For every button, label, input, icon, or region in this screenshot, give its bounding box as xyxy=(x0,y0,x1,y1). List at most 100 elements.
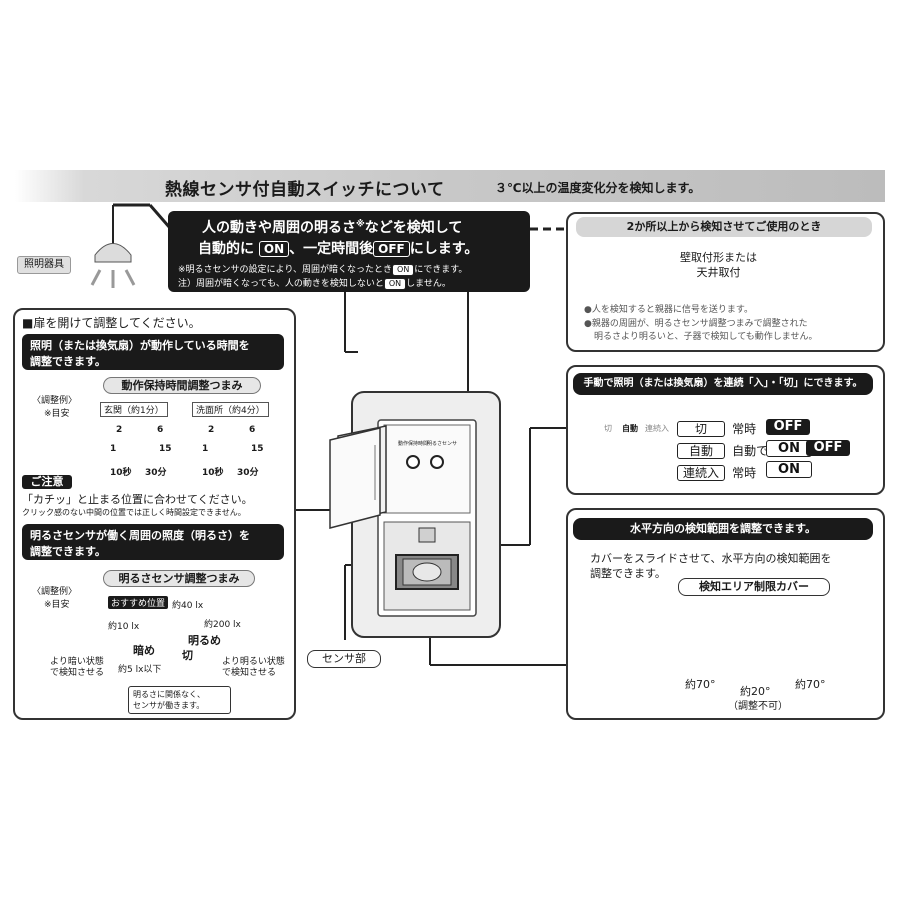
entrance-label: 玄関（約1分） xyxy=(100,402,168,417)
range-panel xyxy=(566,508,885,720)
timer-head-line1: 照明（または換気扇）が動作している時間を xyxy=(30,339,250,352)
cover-label: 検知エリア制限カバー xyxy=(678,578,830,596)
switch-auto-label: 自動 xyxy=(622,424,638,433)
light-fixture-label: 照明器具 xyxy=(17,256,71,274)
dial2-tick-1: 1 xyxy=(202,444,209,454)
callout-mark: ※ xyxy=(356,219,365,230)
brighter-detect-label: より明るい状態 で検知させる xyxy=(222,657,285,678)
state-off-badge-auto: OFF xyxy=(806,440,850,456)
mode-row-off-mode: 常時 xyxy=(732,422,757,436)
callout-line1: 人の動きや周囲の明るさ※などを検知して xyxy=(202,217,462,237)
page-title: 熱線センサ付自動スイッチについて xyxy=(165,180,445,200)
dial2-tick-6: 6 xyxy=(249,425,256,435)
ceiling-lamp-icon xyxy=(90,203,172,288)
dial1-tick-2: 2 xyxy=(116,425,123,435)
manual-head: 手動で照明（または換気扇）を連続「入」・「切」にできます。 xyxy=(573,373,873,395)
switch-unit-drawing xyxy=(329,391,501,638)
state-on-badge-cont: ON xyxy=(766,461,812,478)
mount-type-label: 壁取付形または 天井取付 xyxy=(680,251,757,279)
always-on-note: 明るさに関係なく、 センサが働きます。 xyxy=(128,686,231,714)
adjust-panel-title: ■扉を開けて調整してください。 xyxy=(22,316,201,330)
callout-line2-c: にします。 xyxy=(409,241,479,257)
dial2-tick-2: 2 xyxy=(208,425,215,435)
darker-detect-label: より暗い状態 で検知させる xyxy=(50,657,105,678)
switch-off-label: 切 xyxy=(604,424,612,433)
note-on-chip: ON xyxy=(392,264,415,276)
brightness-section-head: 明るさセンサが働く周囲の照度（明るさ）を 調整できます。 xyxy=(22,524,284,560)
dial1-tick-1: 1 xyxy=(110,444,117,454)
callout-line2-b: 、一定時間後 xyxy=(289,241,374,257)
recommended-badge: おすすめ位置 xyxy=(108,596,169,609)
on-chip: ON xyxy=(258,241,290,257)
state-on-badge-auto: ON xyxy=(766,440,812,457)
mode-row-off-label: 切 xyxy=(677,421,725,437)
dial2-tick-10s: 10秒 xyxy=(202,468,224,478)
timer-example-label: 〈調整例〉 xyxy=(32,396,78,406)
mode-row-auto: 自動 自動で xyxy=(677,440,768,459)
callout-note1-b: にできます。 xyxy=(414,265,468,275)
note-on-chip-2: ON xyxy=(383,278,407,290)
off-position-label: 切 xyxy=(182,649,193,662)
range-head: 水平方向の検知範囲を調整できます。 xyxy=(573,518,873,540)
callout-note2-a: 注）周囲が暗くなっても、人の動きを検知しないと xyxy=(178,279,384,289)
timer-section-head: 照明（または換気扇）が動作している時間を 調整できます。 xyxy=(22,334,284,370)
mode-row-off: 切 常時 xyxy=(677,418,756,437)
switch-mini-brightness-label: 明るさセンサ xyxy=(427,441,458,447)
two-place-bullet3: 明るさより明るいと、子器で検知しても動作しません。 xyxy=(594,332,818,342)
dial2-tick-15: 15 xyxy=(251,444,264,454)
lx200-label: 約200 lx xyxy=(204,620,241,630)
page-subtitle: ３℃以上の温度変化分を検知します。 xyxy=(495,181,701,195)
center-angle-label: 約20° xyxy=(740,685,771,698)
range-text2: 調整できます。 xyxy=(590,567,666,580)
caution-badge: ご注意 xyxy=(22,475,72,489)
timer-guide-label: ※目安 xyxy=(44,409,70,419)
dial1-tick-10s: 10秒 xyxy=(110,468,132,478)
timer-head-line2: 調整できます。 xyxy=(30,355,106,368)
off-chip: OFF xyxy=(373,241,410,257)
dial1-tick-15: 15 xyxy=(159,444,172,454)
callout-line1-a: 人の動きや周囲の明るさ xyxy=(202,220,356,236)
bright-label: 明るめ xyxy=(188,634,221,647)
range-text1: カバーをスライドさせて、水平方向の検知範囲を xyxy=(590,552,832,565)
mode-row-cont-label: 連続入 xyxy=(677,465,725,481)
dial1-tick-6: 6 xyxy=(157,425,164,435)
callout-line2-a: 自動的に xyxy=(198,241,254,257)
mode-row-cont-mode: 常時 xyxy=(732,466,757,480)
timer-knob-label: 動作保持時間調整つまみ xyxy=(103,377,261,394)
brightness-guide-label: ※目安 xyxy=(44,600,70,610)
brightness-head-line2: 調整できます。 xyxy=(30,545,106,558)
two-place-bullet1: ●人を検知すると親器に信号を送ります。 xyxy=(584,305,753,315)
left-angle-label: 約70° xyxy=(685,678,716,691)
sensor-part-label: センサ部 xyxy=(307,650,381,668)
mode-row-auto-label: 自動 xyxy=(677,443,725,459)
callout-line1-b: などを検知して xyxy=(364,220,463,236)
center-angle-note: （調整不可） xyxy=(728,701,788,712)
caution-subtext: クリック感のない中間の位置では正しく時間設定できません。 xyxy=(22,508,246,517)
right-angle-label: 約70° xyxy=(795,678,826,691)
brightness-head-line1: 明るさセンサが働く周囲の照度（明るさ）を xyxy=(30,529,250,542)
lx10-label: 約10 lx xyxy=(108,622,140,632)
dial2-tick-30m: 30分 xyxy=(237,468,259,478)
brightness-knob-label: 明るさセンサ調整つまみ xyxy=(103,570,255,587)
dark-label: 暗め xyxy=(133,644,155,657)
lx5-label: 約5 lx以下 xyxy=(118,665,162,675)
two-place-bullet2: ●親器の周囲が、明るさセンサ調整つまみで調整された xyxy=(584,319,808,329)
mode-row-cont: 連続入 常時 xyxy=(677,462,756,481)
callout-note2-b: しません。 xyxy=(406,279,451,289)
adjust-panel xyxy=(13,308,296,720)
header-bar xyxy=(15,170,885,202)
dial1-tick-30m: 30分 xyxy=(145,468,167,478)
lx40-label: 約40 lx xyxy=(172,601,204,611)
mode-row-auto-mode: 自動で xyxy=(732,444,769,458)
state-off-badge: OFF xyxy=(766,419,810,435)
washroom-label: 洗面所（約4分） xyxy=(192,402,269,417)
brightness-example-label: 〈調整例〉 xyxy=(32,587,78,597)
caution-text: 「カチッ」と止まる位置に合わせてください。 xyxy=(22,493,253,506)
switch-mini-timer-label: 動作保持時間 xyxy=(398,441,429,447)
two-place-head: 2か所以上から検知させてご使用のとき xyxy=(576,217,872,237)
switch-cont-label: 連続入 xyxy=(645,424,669,433)
